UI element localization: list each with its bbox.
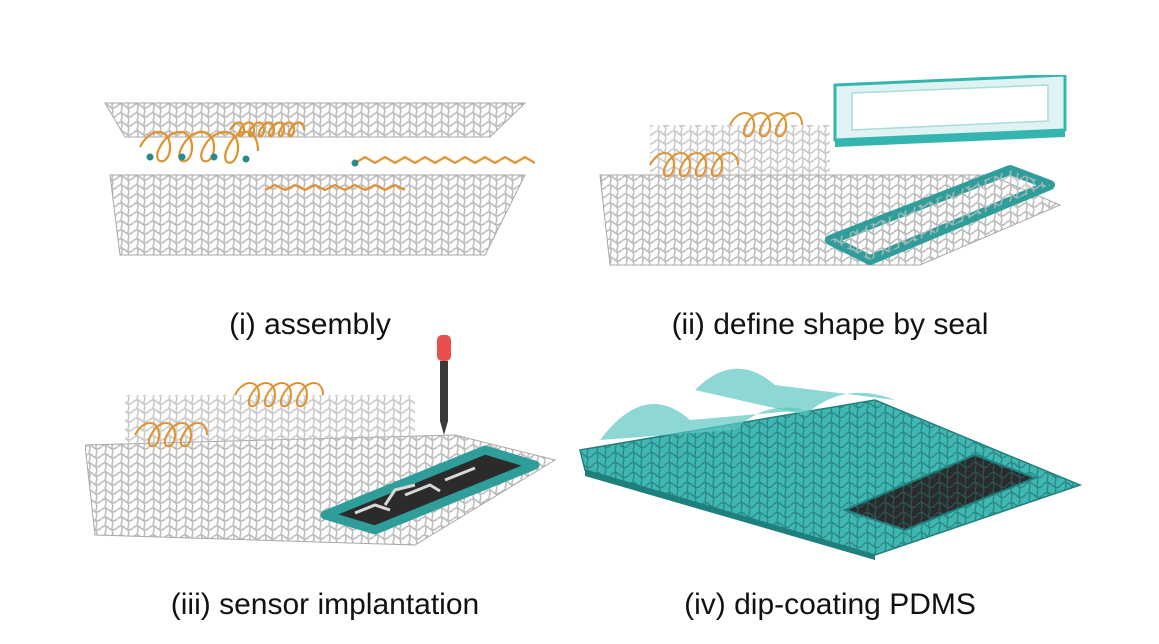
coil-spring-icon — [139, 121, 535, 192]
caption-sensor-implantation: (iii) sensor implantation — [170, 588, 480, 621]
coil-spring-icon — [134, 382, 324, 448]
seal-frame-icon — [825, 165, 1055, 265]
seal-frame-icon — [833, 75, 1067, 147]
sensor-implantation-illustration — [85, 335, 557, 546]
pdms-coating-icon — [579, 368, 1083, 560]
mesh-layer-icon — [85, 395, 557, 546]
sensor-patch-icon — [842, 453, 1038, 532]
dropper-icon — [437, 335, 451, 435]
caption-define-shape: (ii) define shape by seal — [671, 308, 989, 341]
panel-dip-coating — [575, 360, 1085, 560]
panel-sensor-implantation — [85, 335, 565, 565]
dip-coating-illustration — [579, 368, 1083, 560]
bead-icon — [146, 153, 359, 167]
mesh-layer-icon — [104, 102, 527, 138]
assembly-illustration — [104, 102, 535, 256]
caption-dip-coating: (iv) dip-coating PDMS — [684, 588, 976, 621]
caption-assembly: (i) assembly — [229, 308, 391, 341]
coil-spring-icon — [649, 112, 803, 178]
panel-define-shape — [590, 75, 1070, 305]
sensor-patch-icon — [320, 445, 540, 535]
mesh-layer-icon — [109, 174, 526, 256]
define-shape-illustration — [599, 75, 1067, 266]
panel-assembly — [85, 75, 535, 305]
